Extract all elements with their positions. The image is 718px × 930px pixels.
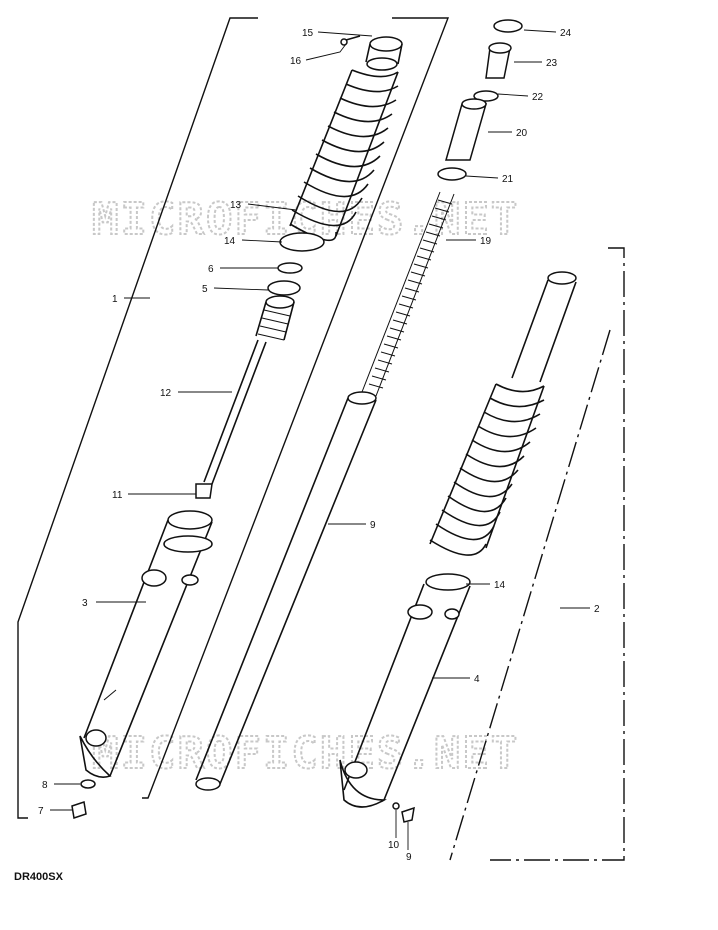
left-fork-rings [255,262,303,341]
model-code: DR400SX [14,871,64,883]
part-label-8: 8 [42,780,48,791]
part-label-14-left: 14 [224,236,236,247]
part-label-20: 20 [516,128,528,139]
part-label-14-right: 14 [494,580,506,591]
part-label-24: 24 [560,28,572,39]
assembly-frame-right-diag [449,329,611,861]
part-label-3: 3 [82,598,88,609]
assembly-frame-right [490,247,625,861]
part-labels: 15 16 13 14 6 5 1 12 11 3 8 7 24 23 22 2… [38,28,600,863]
part-label-21: 21 [502,174,514,185]
part-label-1: 1 [112,294,118,305]
leader-lines [50,29,590,850]
assembly-frame-left-inner [142,17,450,799]
part-label-4: 4 [474,674,480,685]
part-label-23: 23 [546,58,558,69]
part-label-5: 5 [202,284,208,295]
part-label-7: 7 [38,806,44,817]
assembly-frame-left [17,17,258,819]
damper-rod [195,339,267,499]
drain-bolt-and-gasket [71,779,96,819]
part-label-2: 2 [594,604,600,615]
center-stack [437,19,523,181]
part-label-16: 16 [290,56,302,67]
fork-spring [361,191,455,397]
left-fork-top-boot [279,35,403,252]
part-label-12: 12 [160,388,172,399]
part-label-9-bottom: 9 [406,852,412,863]
part-label-15: 15 [302,28,314,39]
part-label-6: 6 [208,264,214,275]
right-fork-assembly [339,271,577,823]
part-label-13: 13 [230,200,242,211]
part-label-9-center: 9 [370,520,376,531]
left-outer-tube [79,510,213,778]
watermark-bottom: MICROFICHES.NET [92,728,519,779]
part-label-10: 10 [388,840,400,851]
part-label-22: 22 [532,92,544,103]
part-label-19: 19 [480,236,492,247]
part-label-11: 11 [112,490,123,501]
inner-tube [195,391,377,791]
